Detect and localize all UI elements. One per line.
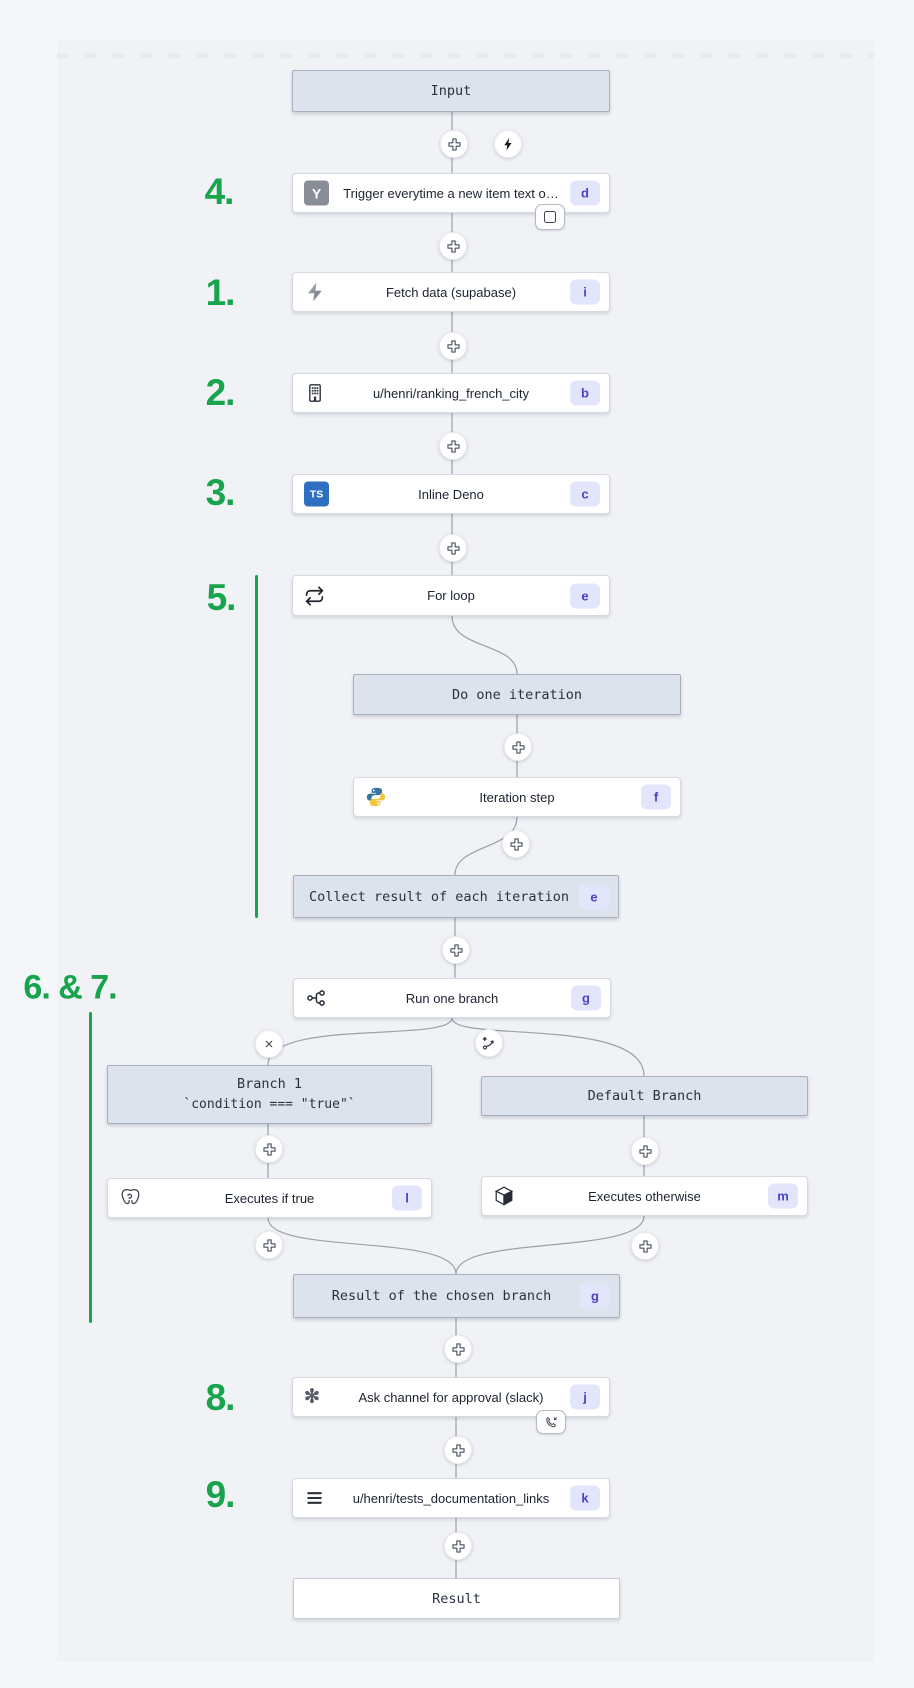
node-ranking-french-city[interactable]: u/henri/ranking_french_city b [292, 373, 610, 413]
annotation-number: 1. [205, 272, 236, 313]
node-label: Result of the chosen branch [331, 1288, 552, 1304]
node-result[interactable]: Result [293, 1578, 620, 1619]
add-step-button[interactable] [440, 130, 468, 158]
annotation-number: 9. [205, 1474, 236, 1515]
annotation-number: 4. [204, 171, 235, 212]
step-id-badge: i [570, 279, 600, 305]
add-step-button[interactable] [439, 232, 467, 260]
postgresql-elephant-icon [119, 1187, 142, 1210]
annotation-number: 6. & 7. [23, 968, 117, 1007]
annotation-bracket-line [255, 575, 258, 918]
node-label: For loop [427, 588, 475, 603]
node-label: Do one iteration [451, 686, 583, 703]
add-step-button[interactable] [255, 1231, 283, 1259]
node-do-one-iteration[interactable]: Do one iteration [353, 674, 681, 715]
node-label: Fetch data (supabase) [385, 284, 517, 300]
step-id-badge: g [580, 1283, 610, 1309]
node-label: u/henri/tests_documentation_links [352, 1490, 550, 1506]
add-step-button[interactable] [504, 733, 532, 761]
node-label: Default Branch [587, 1088, 702, 1104]
add-step-button[interactable] [631, 1232, 659, 1260]
add-branch-icon[interactable] [475, 1029, 503, 1057]
node-for-loop[interactable]: For loop e [292, 575, 610, 616]
add-step-button[interactable] [631, 1137, 659, 1165]
node-executes-otherwise[interactable]: Executes otherwise m [481, 1176, 808, 1216]
cube-icon [493, 1185, 515, 1207]
git-fork-icon [305, 987, 327, 1009]
add-step-button[interactable] [255, 1135, 283, 1163]
node-label: u/henri/ranking_french_city [372, 385, 530, 401]
node-executes-if-true[interactable]: Executes if true l [107, 1178, 432, 1218]
node-result-chosen-branch[interactable]: Result of the chosen branch g [293, 1274, 620, 1318]
add-step-button[interactable] [439, 534, 467, 562]
node-fetch-data[interactable]: Fetch data (supabase) i [292, 272, 610, 312]
step-id-badge: e [579, 884, 609, 909]
step-id-badge: c [570, 481, 600, 507]
node-label: Inline Deno [418, 486, 484, 502]
node-run-one-branch[interactable]: Run one branch g [293, 978, 611, 1018]
add-step-button[interactable] [439, 332, 467, 360]
supabase-bolt-icon [304, 281, 326, 303]
step-id-badge: m [768, 1183, 798, 1209]
step-id-badge: k [570, 1485, 600, 1511]
step-id-badge: d [570, 180, 600, 206]
close-x-icon[interactable] [255, 1030, 283, 1058]
hackernews-y-icon: Y [304, 180, 329, 206]
repeat-loop-icon [304, 585, 325, 606]
add-step-button[interactable] [444, 1532, 472, 1560]
node-label: Result [432, 1590, 481, 1607]
node-label: Input [430, 83, 472, 99]
node-label: Ask channel for approval (slack) [358, 1389, 544, 1405]
node-label: Executes if true [224, 1190, 315, 1206]
step-id-badge: f [641, 784, 671, 810]
annotation-number: 3. [205, 472, 236, 513]
add-step-button[interactable] [442, 936, 470, 964]
building-icon [304, 382, 326, 404]
typescript-icon: TS [304, 481, 329, 507]
node-label: Iteration step [479, 789, 555, 805]
slack-asterisk-icon: ✻ [304, 1386, 320, 1408]
node-label: Executes otherwise [588, 1188, 701, 1204]
node-default-branch[interactable]: Default Branch [481, 1076, 808, 1116]
step-id-badge: b [570, 380, 600, 406]
suspend-phone-icon[interactable] [536, 1410, 566, 1434]
add-step-button[interactable] [502, 830, 530, 858]
node-iteration-step[interactable]: Iteration step f [353, 777, 681, 817]
step-id-badge: j [570, 1384, 600, 1410]
hamburger-lines-icon [304, 1488, 325, 1509]
node-input[interactable]: Input [292, 70, 610, 112]
node-tests-documentation-links[interactable]: u/henri/tests_documentation_links k [292, 1478, 610, 1518]
python-icon [365, 786, 387, 808]
annotation-number: 5. [206, 577, 237, 618]
node-inline-deno[interactable]: TS Inline Deno c [292, 474, 610, 514]
add-step-button[interactable] [444, 1436, 472, 1464]
annotation-bracket-line [89, 1012, 92, 1323]
branch-condition: `condition === "true"` [183, 1096, 356, 1112]
branch-title: Branch 1 [236, 1075, 303, 1092]
node-collect-result[interactable]: Collect result of each iteration e [293, 875, 619, 918]
lightning-bolt-icon[interactable] [494, 130, 522, 158]
add-step-button[interactable] [444, 1335, 472, 1363]
node-label: Collect result of each iteration [308, 888, 570, 905]
annotation-number: 8. [205, 1377, 236, 1418]
node-branch-1[interactable]: Branch 1 `condition === "true"` [107, 1065, 432, 1124]
step-id-badge: e [570, 583, 600, 608]
early-stop-icon[interactable] [535, 204, 565, 230]
step-id-badge: g [571, 985, 601, 1011]
add-step-button[interactable] [439, 432, 467, 460]
annotation-number: 2. [205, 372, 236, 413]
node-label: Run one branch [405, 990, 499, 1006]
node-label: Trigger everytime a new item text o… [343, 185, 559, 201]
step-id-badge: l [392, 1185, 422, 1211]
